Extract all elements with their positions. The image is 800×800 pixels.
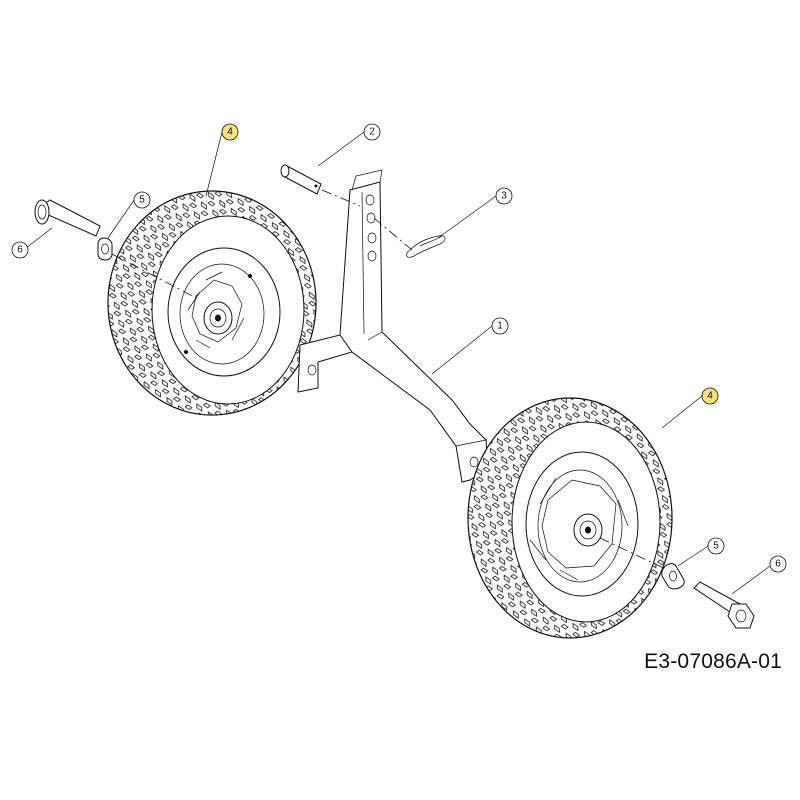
pin-part-2 [280, 164, 322, 195]
callout-5-right-label: 5 [713, 541, 719, 552]
callout-6-left-label: 6 [17, 245, 23, 256]
left-hub [187, 271, 245, 349]
callout-2: 2 [317, 123, 381, 167]
bracket-hole [367, 232, 377, 244]
bracket-hole [366, 212, 376, 224]
bolt-left-part-6 [34, 199, 101, 237]
callout-3-label: 3 [501, 191, 507, 202]
callout-6-right-label: 6 [775, 559, 781, 570]
right-hub [529, 477, 629, 581]
hair-clip-part-3 [406, 235, 446, 258]
callout-1: 1 [431, 317, 509, 375]
right-wheel [467, 397, 673, 639]
callout-3: 3 [437, 187, 513, 239]
drawing-code: E3-07086A-01 [644, 650, 782, 673]
callout-4-left: 4 [205, 123, 239, 197]
left-wheel [107, 190, 317, 416]
bolt-right-part-6 [693, 581, 755, 629]
callout-6-right: 6 [731, 555, 787, 595]
spacer-right-part-5 [661, 563, 685, 590]
callout-5-left: 5 [107, 191, 151, 239]
callout-1-label: 1 [497, 321, 503, 332]
spacer-left-part-5 [97, 237, 113, 261]
callout-4-left-label: 4 [227, 127, 233, 138]
callout-2-label: 2 [369, 127, 375, 138]
support-bracket [297, 169, 489, 483]
callout-4-right: 4 [661, 387, 719, 429]
bracket-hole [365, 194, 375, 206]
callout-5-left-label: 5 [139, 195, 145, 206]
callout-5-right: 5 [677, 537, 725, 567]
callout-4-right-label: 4 [707, 391, 713, 402]
bracket-hole [367, 250, 377, 262]
callout-6-left: 6 [11, 227, 53, 259]
